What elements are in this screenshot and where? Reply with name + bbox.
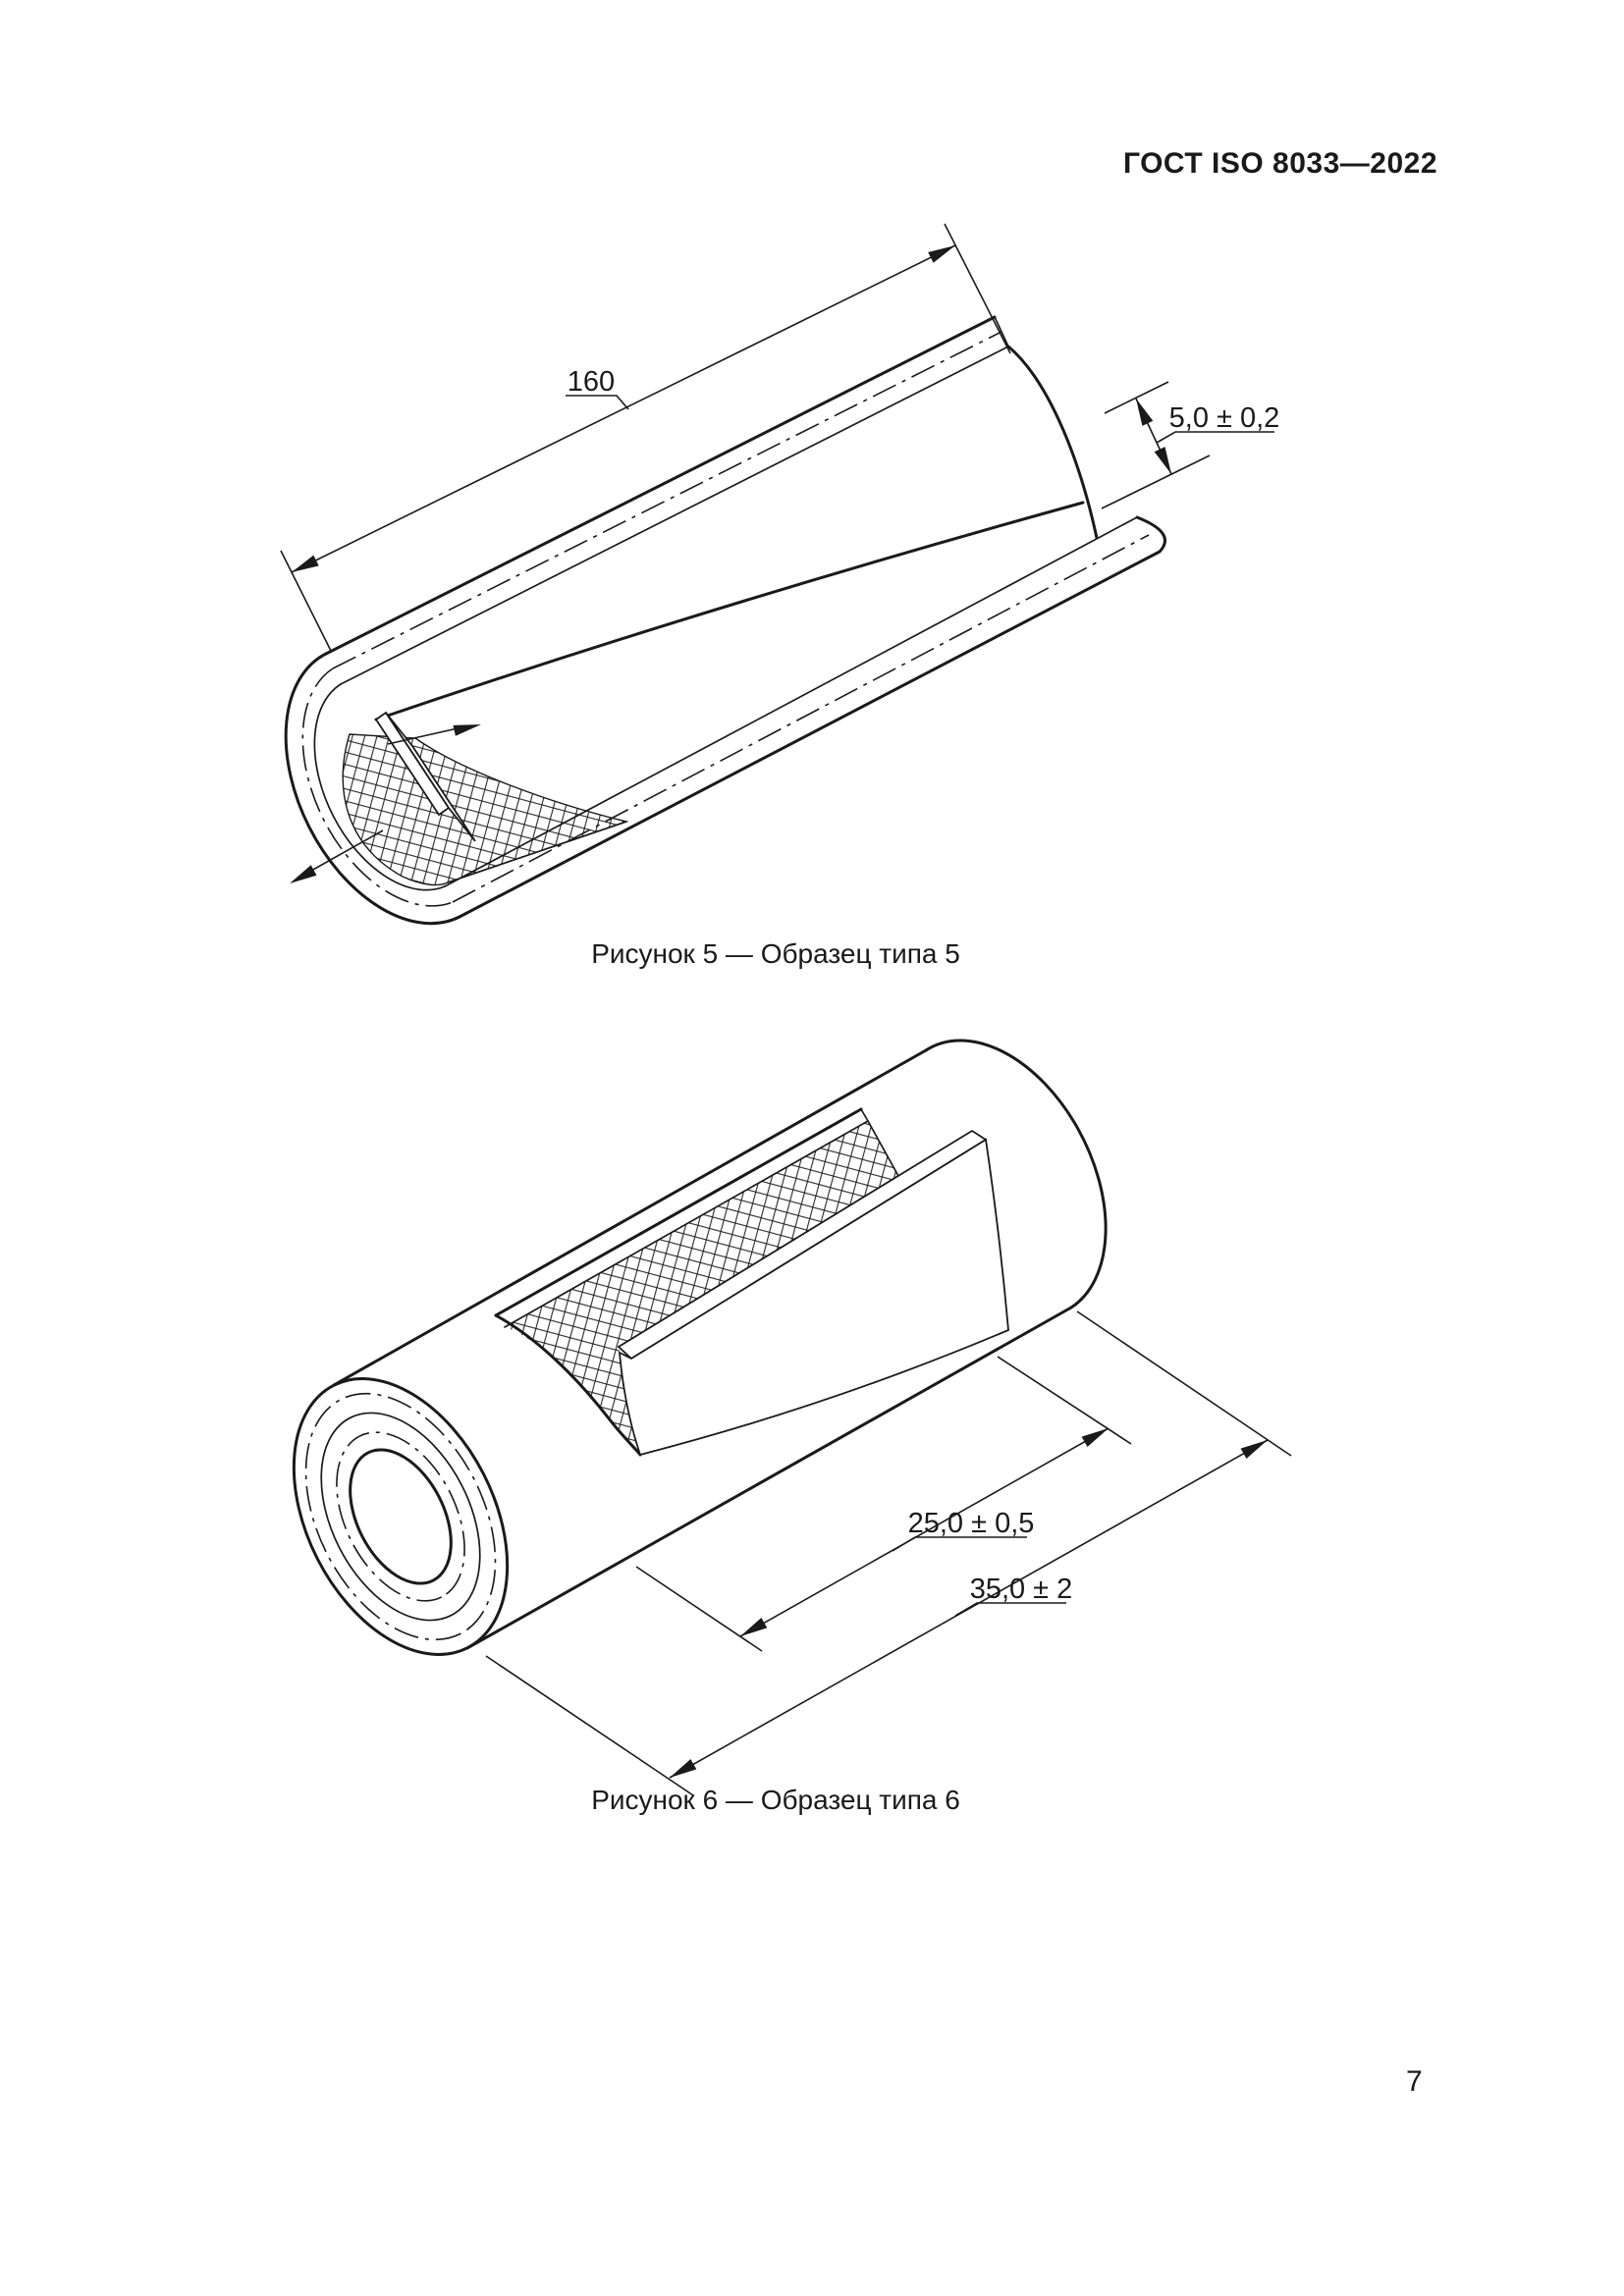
figure5-caption: Рисунок 5 — Образец типа 5	[591, 938, 960, 969]
far-end-edge	[994, 316, 1009, 347]
tube-centerline	[332, 331, 1002, 669]
arrowhead-icon	[1136, 399, 1154, 426]
dimension-label-length: 160	[568, 366, 615, 398]
hatch-rubber-layer	[342, 733, 629, 886]
dimension-line	[739, 1427, 1110, 1637]
dimension-35-0: 35,0 ± 2	[485, 1310, 1292, 1796]
arrowhead-icon	[670, 1759, 697, 1778]
extension-line	[485, 1655, 694, 1796]
extension-line	[635, 1566, 763, 1652]
extension-line	[1104, 381, 1169, 414]
peel-arrow-line	[387, 727, 459, 745]
axis-arrow-icon	[290, 865, 317, 883]
near-wall-bottom	[458, 550, 1162, 919]
extension-line	[944, 223, 1011, 354]
dimension-line	[669, 1439, 1269, 1779]
figure6-drawing: 25,0 ± 0,5 35,0 ± 2	[292, 1039, 1292, 1796]
window-far-edge	[494, 1107, 863, 1317]
dimension-line	[291, 244, 956, 573]
label-leader	[892, 1536, 1027, 1552]
far-cap-arc	[924, 1039, 1108, 1309]
arrowhead-icon	[1240, 1440, 1268, 1459]
extension-line	[1101, 454, 1211, 509]
near-wall-end-cap	[1135, 515, 1166, 554]
figure5-drawing: 160 5,0 ± 0,2	[280, 223, 1280, 926]
far-end-curve	[1006, 345, 1099, 540]
page-number: 7	[1406, 2065, 1423, 2098]
end-inner-arc	[313, 683, 446, 891]
arrowhead-icon	[1154, 447, 1171, 474]
end-center-arc	[301, 667, 454, 907]
dimension-5-0: 5,0 ± 0,2	[1101, 381, 1280, 509]
figure6-caption: Рисунок 6 — Образец типа 6	[591, 1785, 960, 1815]
document-header: ГОСТ ISO 8033—2022	[1122, 147, 1437, 180]
near-wall-centerline	[452, 534, 1150, 903]
dimension-label-specimen-length: 35,0 ± 2	[970, 1574, 1073, 1605]
dimension-25-0: 25,0 ± 0,5	[635, 1356, 1132, 1652]
trough-rim	[447, 821, 627, 883]
arrowhead-icon	[740, 1618, 768, 1636]
dimension-label-cut-length: 25,0 ± 0,5	[908, 1508, 1035, 1539]
peel-strip-face	[385, 712, 476, 842]
arrowhead-icon	[292, 555, 319, 572]
tube-outer-edge	[324, 315, 997, 656]
dimension-160: 160	[280, 223, 1011, 652]
flap-face	[618, 1138, 1009, 1457]
arrowhead-icon	[928, 245, 955, 263]
end-outer-arc	[284, 652, 461, 926]
ring-centerline	[336, 1431, 465, 1602]
extension-line	[997, 1356, 1132, 1445]
label-leader	[566, 395, 629, 410]
cylinder-bottom-edge	[465, 1306, 1073, 1650]
label-leader	[954, 1602, 1066, 1617]
axis-arrow-line	[310, 829, 384, 872]
extension-line	[280, 550, 332, 652]
extension-line	[1076, 1310, 1292, 1457]
ring-centerline	[304, 1392, 497, 1641]
peel-arrow-icon	[453, 724, 481, 736]
cylinder-top-edge	[332, 1048, 928, 1387]
inner-surface-curve	[374, 501, 1085, 721]
outer-ring	[292, 1377, 510, 1656]
hatch-braid-layer	[505, 1121, 898, 1455]
mid-ring	[320, 1412, 481, 1622]
tube-inner-edge	[340, 346, 1009, 685]
front-face-rings	[292, 1377, 510, 1656]
arrowhead-icon	[1081, 1428, 1109, 1447]
bore-ring	[349, 1448, 453, 1585]
label-leader	[1156, 431, 1274, 444]
dimension-label-strip-width: 5,0 ± 0,2	[1169, 402, 1280, 434]
